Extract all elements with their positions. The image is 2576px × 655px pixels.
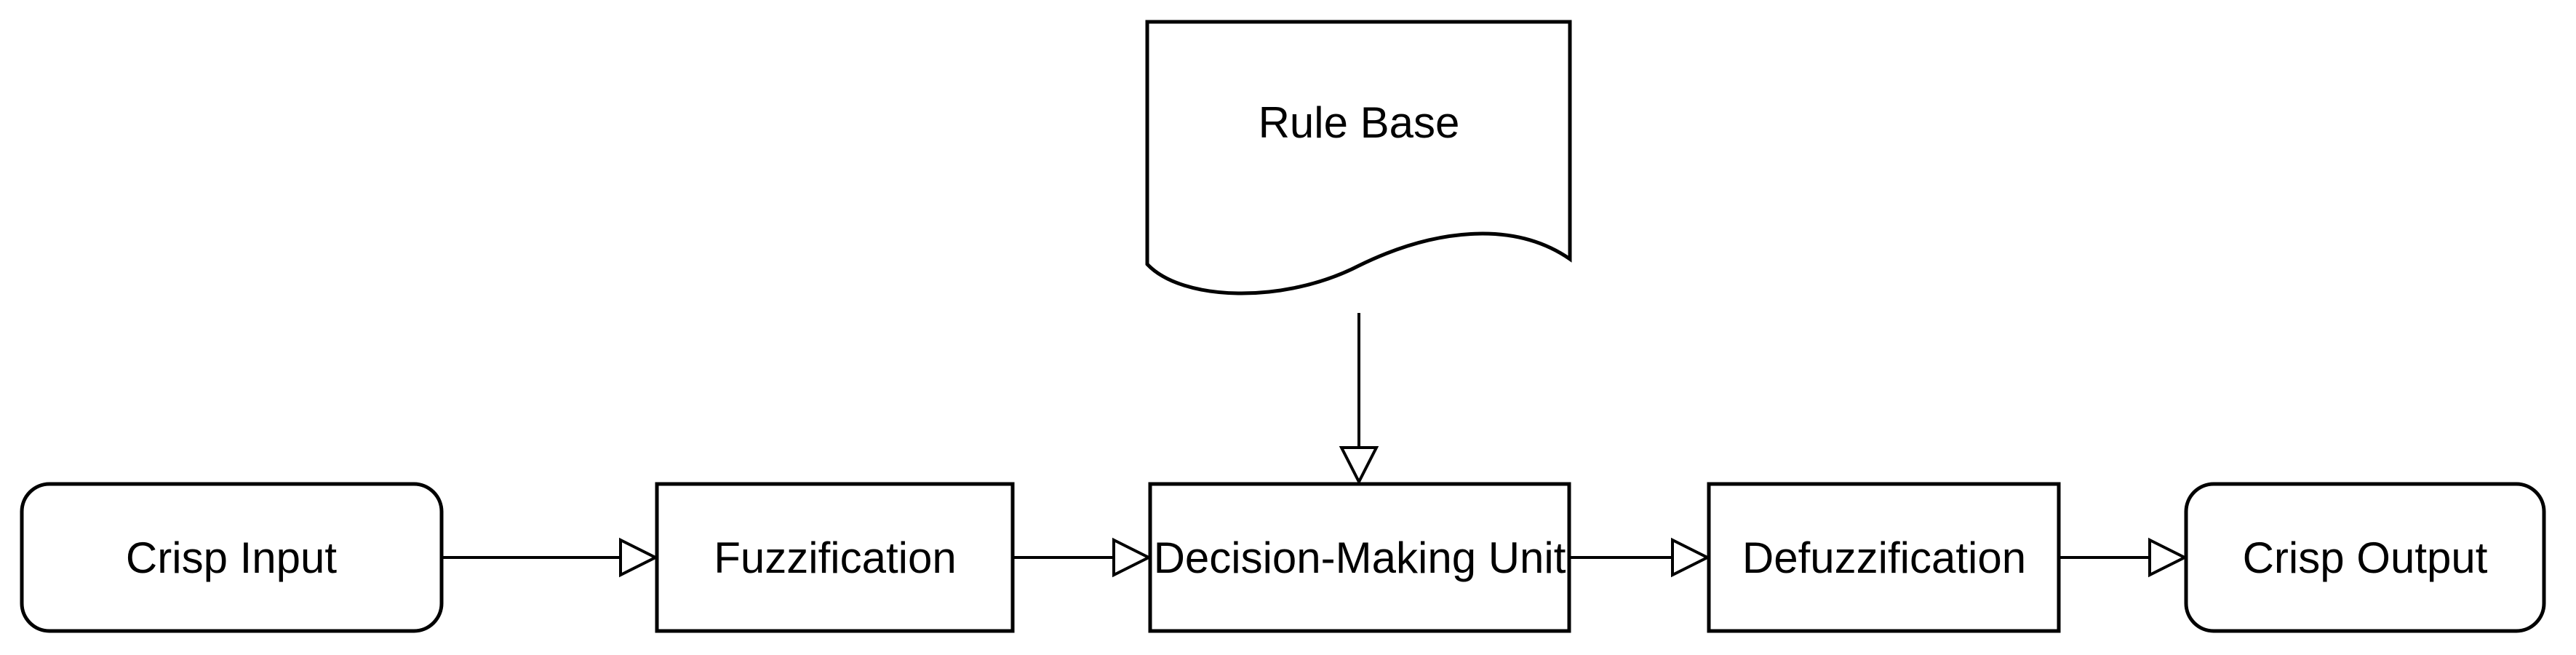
node-defuzzification: Defuzzification xyxy=(1707,482,2061,633)
arrowhead-right-icon xyxy=(1671,537,1711,578)
crisp-input-label: Crisp Input xyxy=(126,533,337,582)
rule-base-label: Rule Base xyxy=(1259,98,1460,147)
crisp-output-label: Crisp Output xyxy=(2243,533,2488,582)
edge-decision-to-defuzzification xyxy=(1569,537,1711,578)
node-fuzzification: Fuzzification xyxy=(655,482,1015,633)
edge-rule-base-to-decision xyxy=(1339,313,1379,485)
edge-defuzzification-to-crisp-output xyxy=(2059,537,2188,578)
arrowhead-down-icon xyxy=(1339,446,1379,485)
crisp-output-box xyxy=(2184,482,2546,633)
defuzzification-box xyxy=(1707,482,2061,633)
fuzzification-box xyxy=(655,482,1015,633)
node-crisp-input: Crisp Input xyxy=(20,482,444,633)
edge-fuzzification-to-decision xyxy=(1013,537,1152,578)
fuzzification-label: Fuzzification xyxy=(714,533,956,582)
decision-making-unit-label: Decision-Making Unit xyxy=(1154,533,1566,582)
defuzzification-label: Defuzzification xyxy=(1742,533,2026,582)
arrowhead-right-icon xyxy=(619,537,659,578)
node-crisp-output: Crisp Output xyxy=(2184,482,2546,633)
arrowhead-right-icon xyxy=(1112,537,1152,578)
node-rule-base: Rule Base xyxy=(1145,20,1572,295)
rule-base-document-shape xyxy=(1145,20,1572,295)
edge-crisp-input-to-fuzzification xyxy=(442,537,659,578)
node-decision-making-unit: Decision-Making Unit xyxy=(1148,482,1571,633)
arrowhead-right-icon xyxy=(2148,537,2188,578)
